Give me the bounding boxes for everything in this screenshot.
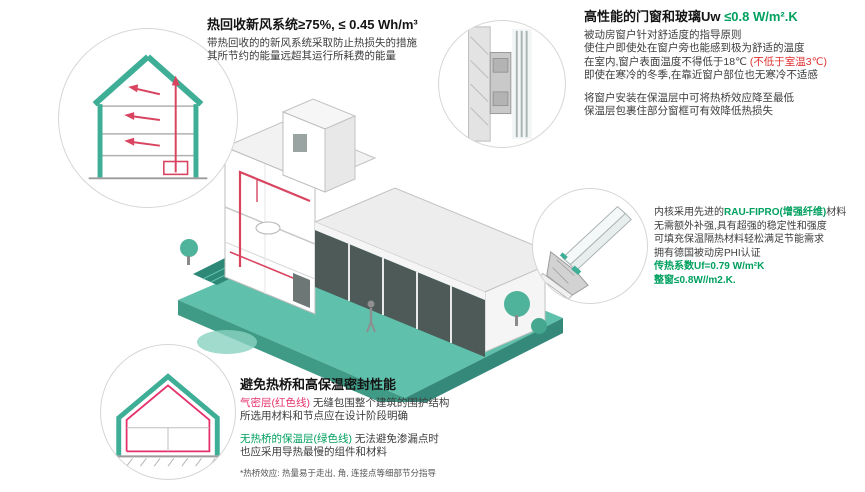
profile-uf-value: 传热系数Uf=0.79 W/m²K — [654, 261, 765, 272]
airtight-red-line — [125, 384, 211, 453]
house-3d-illustration — [178, 98, 565, 402]
airflow-arrows-red — [124, 84, 161, 147]
thermal-line-3: 无热桥的保温层(绿色线) 无法避免渗漏点时 — [240, 433, 580, 447]
thermal-line-4: 也应采用导热最慢的组件和材料 — [240, 446, 387, 458]
thermal-line-2: 所选用材料和节点应在设计阶段明确 — [240, 410, 408, 422]
windows-title-text: 高性能的门窗和玻璃Uw — [584, 9, 725, 24]
wall-section — [468, 26, 491, 142]
windows-line-5: 将窗户安装在保温层中可将热桥效应降至最低 — [584, 91, 794, 104]
pond — [197, 330, 257, 354]
profile-section: 内核采用先进的RAU-FIPRO(增强纤维)材料 无需额外补强,具有超强的稳定性… — [654, 206, 865, 287]
profile-material-name: RAU-FIPRO(增强纤维) — [724, 207, 827, 218]
insulation-green-line — [116, 373, 220, 456]
thermal-line-1: 气密层(红色线) 无缝包围整个建筑的围护结构 — [240, 397, 580, 411]
profile-line-1-suffix: 材料 — [826, 207, 847, 218]
frame-profile-circle — [532, 188, 648, 304]
profile-line-3: 可填充保温隔热材料轻松满足节能需求 — [654, 234, 824, 245]
hrv-house-section-illustration — [88, 54, 208, 180]
roof-core-tower — [281, 98, 357, 193]
window-frame-section — [489, 52, 512, 115]
interior-lines — [126, 427, 210, 452]
window-corner-drawing — [468, 26, 532, 142]
bathtub — [255, 221, 281, 235]
thermal-line-3-text: 无法避免渗漏点时 — [352, 432, 439, 445]
ground-hatch — [108, 455, 228, 467]
profile-body — [538, 251, 589, 300]
triple-glazing — [511, 28, 532, 140]
hrv-detail-circle — [58, 28, 238, 208]
windows-line-2: 使住户即使处在窗户旁也能感到极为舒适的温度 — [584, 42, 805, 54]
windows-section: 高性能的门窗和玻璃Uw ≤0.8 W/m².K 被动房窗户针对舒适度的指导原则 … — [584, 10, 862, 119]
profile-line-2: 无需额外补强,具有超强的稳定性和强度 — [654, 220, 827, 232]
profile-line-1: 内核采用先进的RAU-FIPRO(增强纤维)材料 — [654, 206, 865, 220]
insulation-layer-label: 无热桥的保温层(绿色线) — [240, 432, 352, 445]
glazed-wing — [313, 187, 565, 357]
hrv-title: 热回收新风系统≥75%, ≤ 0.45 Wh/m³ — [207, 17, 418, 32]
profile-line-1-prefix: 内核采用先进的 — [654, 207, 724, 218]
trees — [180, 239, 547, 334]
frame-profile-drawing — [538, 206, 632, 300]
hrv-body-line-2: 其所节约的能量远超其运行所耗费的能量 — [207, 50, 396, 62]
entry-door — [293, 273, 310, 308]
profile-line-4: 拥有德国被动房PHI认证 — [654, 247, 761, 259]
profile-uw-value: 整窗≤0.8W//m2.K. — [654, 274, 736, 286]
windows-line-1: 被动房窗户针对舒适度的指导原则 — [584, 28, 742, 41]
windows-title-uvalue: ≤0.8 W/m².K — [724, 9, 798, 24]
windows-line-3-text: 在室内,窗户表面温度不得低于18℃ — [584, 55, 750, 68]
window-install-detail-circle — [438, 20, 566, 148]
thermal-title: 避免热桥和高保温密封性能 — [240, 377, 397, 392]
thermal-section: 避免热桥和高保温密封性能 气密层(红色线) 无缝包围整个建筑的围护结构 所选用材… — [240, 378, 580, 479]
airtight-layer-label: 气密层(红色线) — [240, 396, 310, 409]
ventilation-duct-red — [163, 75, 189, 176]
tower-window — [293, 134, 307, 152]
envelope-detail-circle — [100, 344, 236, 480]
teal-gaskets — [559, 252, 582, 276]
hrv-body-line-1: 带热回收的的新风系统采取防止热损失的措施 — [207, 36, 417, 49]
windows-title: 高性能的门窗和玻璃Uw ≤0.8 W/m².K — [584, 10, 862, 24]
glass-facade — [315, 230, 485, 357]
windows-line-3: 在室内,窗户表面温度不得低于18℃ (不低于室温3℃) — [584, 56, 862, 70]
hrv-section: 热回收新风系统≥75%, ≤ 0.45 Wh/m³ 带热回收的的新风系统采取防止… — [207, 18, 507, 64]
windows-line-4: 即使在寒冷的冬季,在靠近窗户部位也无寒冷不适感 — [584, 69, 818, 81]
person-figure — [366, 300, 376, 333]
windows-line-6: 保温层包裹住部分窗框可有效降低热损失 — [584, 105, 773, 117]
windows-line-3-note: (不低于室温3℃) — [749, 55, 827, 68]
thermal-line-1-text: 无缝包围整个建筑的围护结构 — [310, 396, 450, 409]
house-section-outline — [88, 54, 208, 180]
glazing-panes — [561, 206, 632, 272]
envelope-house-section-illustration — [108, 373, 228, 467]
thermal-footnote: *热桥效应: 热量易于走出, 角, 连接点等细部节分指导 — [240, 467, 436, 478]
